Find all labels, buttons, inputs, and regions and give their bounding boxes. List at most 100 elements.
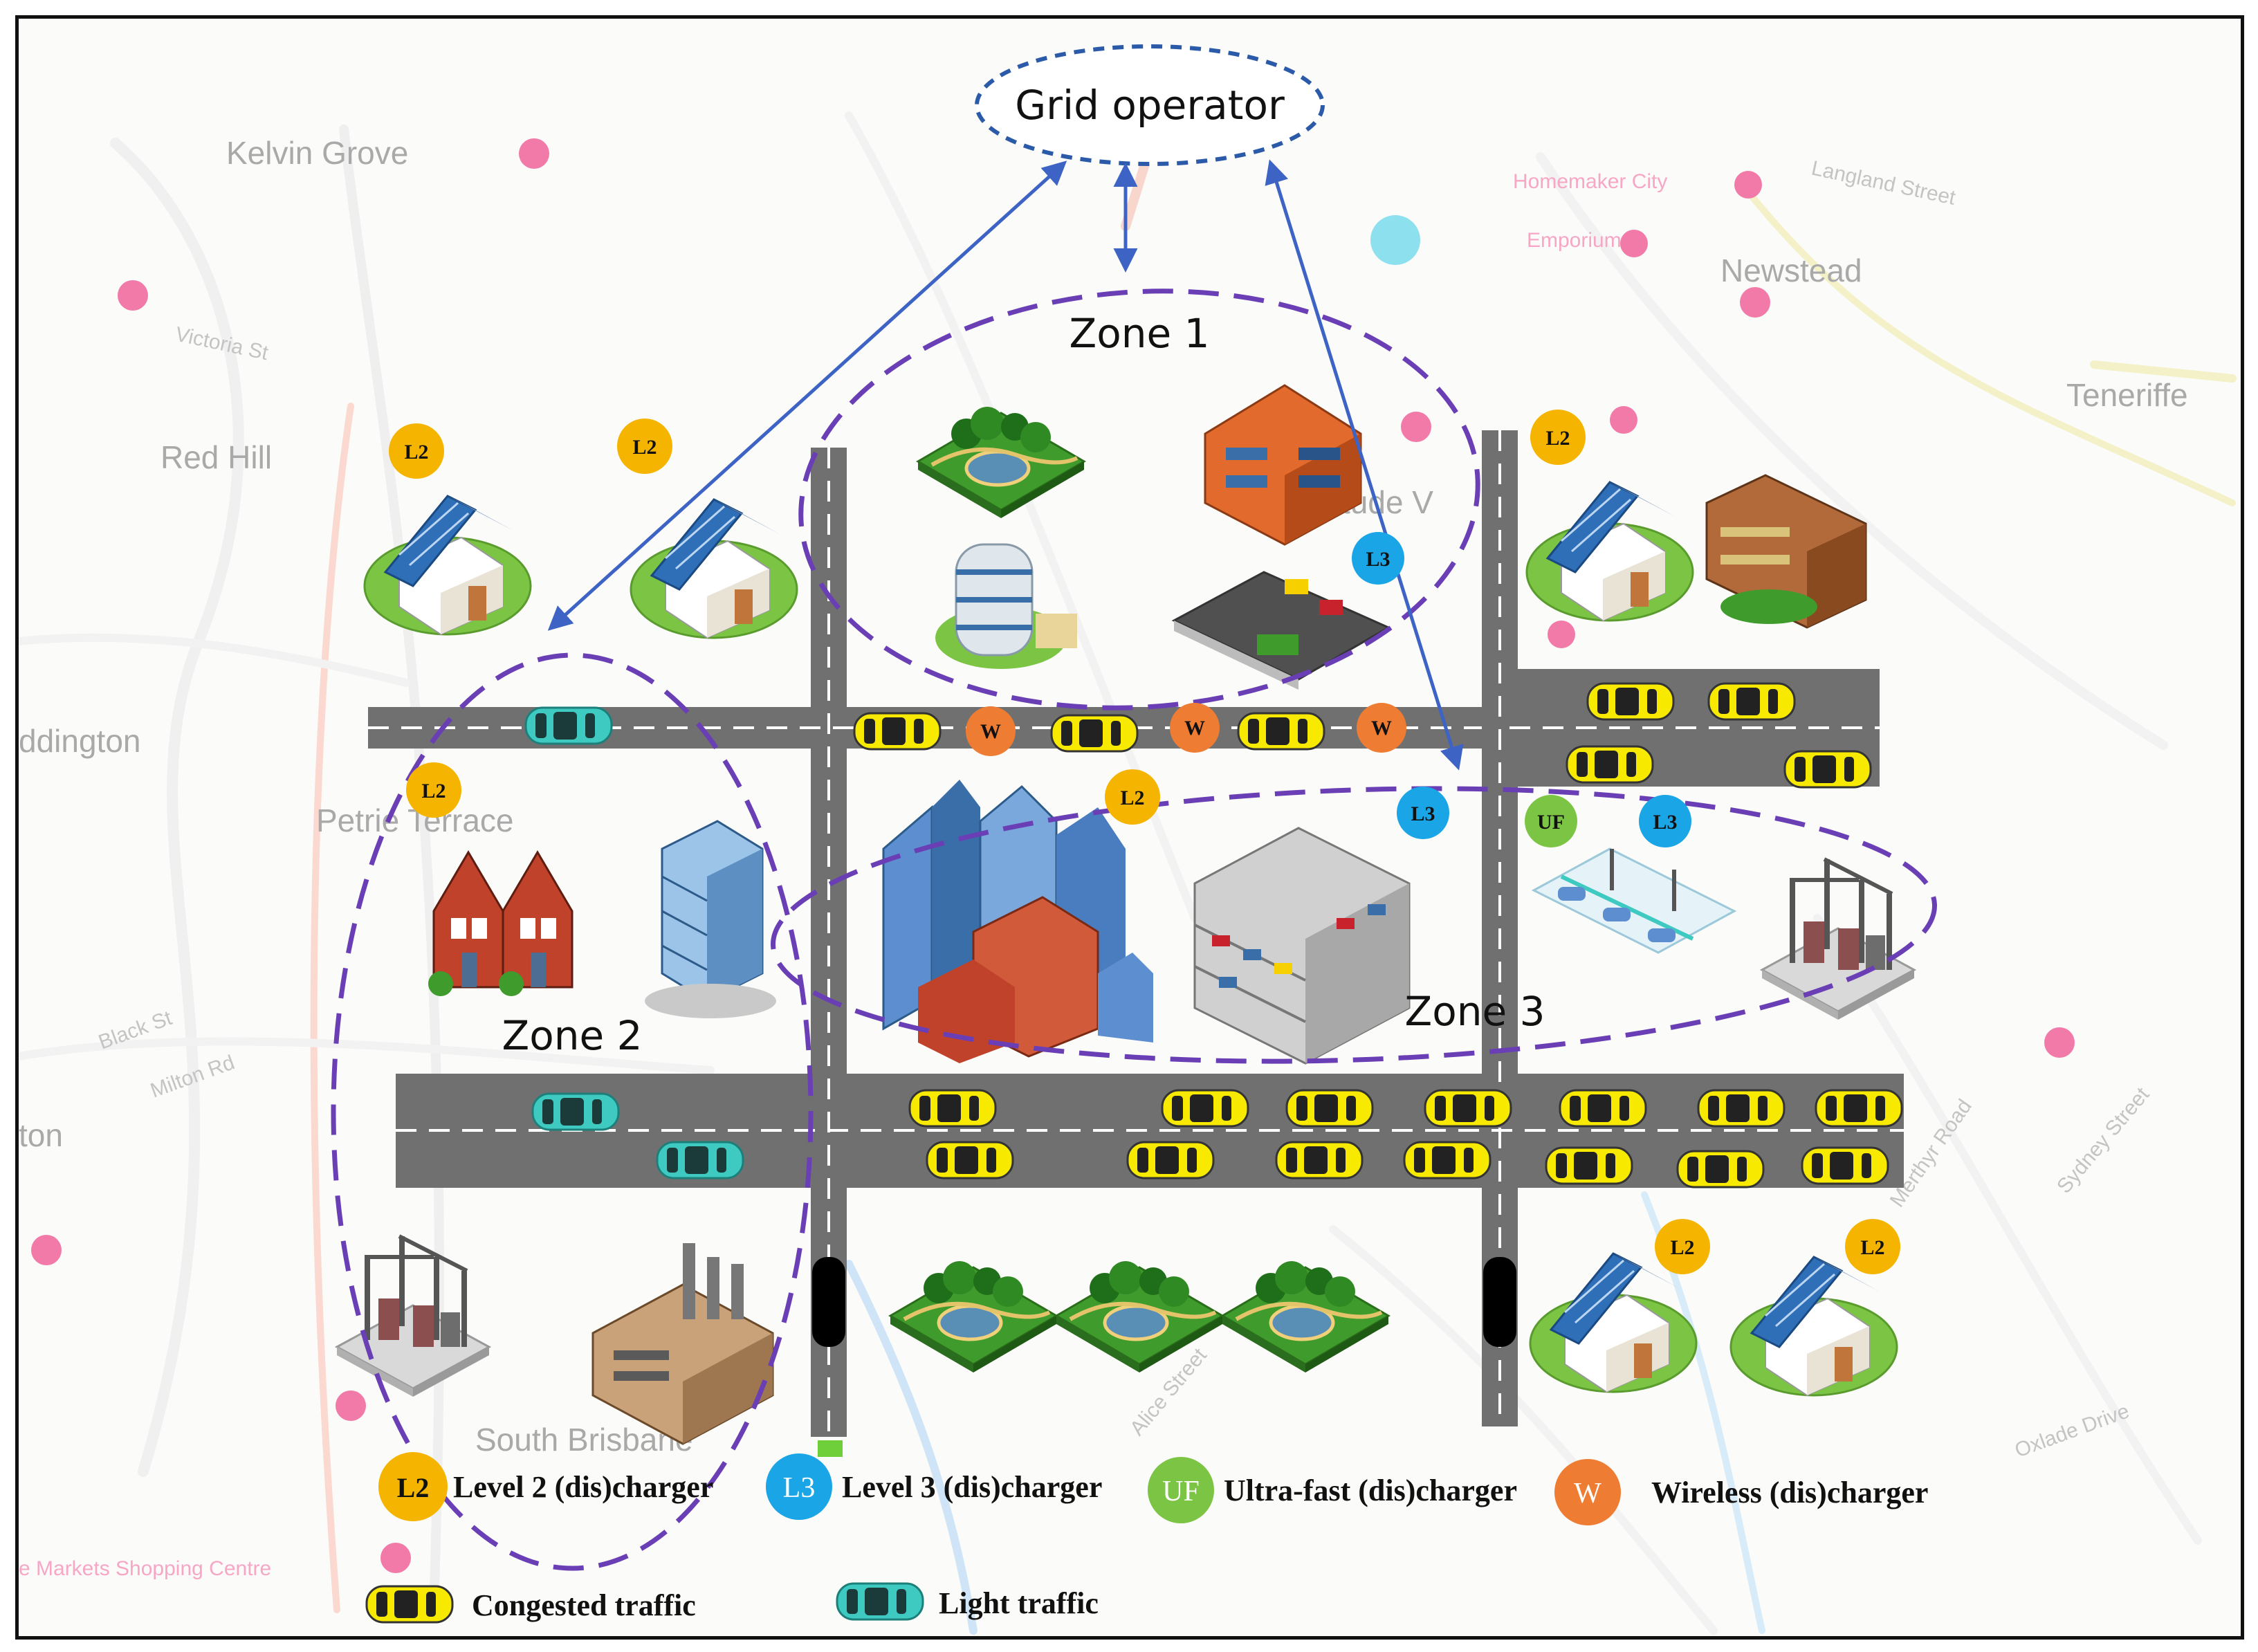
map-label-red-hill: Red Hill <box>160 439 272 475</box>
house-solar-icon <box>1525 481 1694 622</box>
legend: L2 Level 2 (dis)charger L3 Level 3 (dis)… <box>365 1452 1928 1624</box>
zone-outlines <box>331 288 1938 1571</box>
legend-item-w: W Wireless (dis)charger <box>1554 1459 1928 1525</box>
ev-charging-station-icon <box>1531 847 1737 954</box>
l3-charger-badge: L3 <box>1352 532 1404 585</box>
congested-traffic-car <box>1559 1089 1647 1128</box>
l2-charger-badge: L2 <box>1845 1219 1900 1274</box>
svg-text:L2: L2 <box>1545 427 1570 450</box>
svg-text:W: W <box>1371 717 1392 740</box>
l2-charger-badge: L2 <box>1105 769 1160 825</box>
congested-traffic-car <box>1697 1089 1786 1128</box>
l2-charger-badge: L2 <box>1655 1219 1710 1274</box>
svg-text:W: W <box>980 720 1001 743</box>
background-map <box>19 111 2237 1635</box>
map-label-sydney-street: Sydney Street <box>2053 1083 2154 1197</box>
zone-1-label: Zone 1 <box>1070 310 1210 357</box>
legend-item-l2: L2 Level 2 (dis)charger <box>378 1452 713 1521</box>
communication-arrows <box>547 159 1464 771</box>
svg-text:L3: L3 <box>1653 811 1677 834</box>
svg-text:L2: L2 <box>404 441 428 464</box>
zone-3-label: Zone 3 <box>1405 988 1545 1035</box>
svg-text:L2: L2 <box>421 780 446 802</box>
apartment-building-icon <box>1705 474 1867 629</box>
grid-operator-label: Grid operator <box>1015 82 1285 129</box>
congested-traffic-car <box>1545 1146 1633 1185</box>
congested-traffic-car <box>926 1141 1014 1180</box>
glass-office-icon <box>645 820 776 1018</box>
zone-2-label: Zone 2 <box>502 1012 643 1059</box>
svg-text:L2: L2 <box>1670 1236 1694 1259</box>
svg-text:L2: L2 <box>1120 787 1144 809</box>
congested-traffic-car <box>1285 1089 1374 1128</box>
map-label-emporium: Emporium <box>1527 229 1622 252</box>
congested-traffic-car <box>1424 1089 1512 1128</box>
park-icon <box>1222 1261 1388 1373</box>
park-icon <box>918 407 1084 518</box>
uf-charger-badge: UF <box>1525 795 1577 847</box>
map-water-icon <box>1370 215 1420 265</box>
svg-text:L2: L2 <box>632 436 657 459</box>
congested-traffic-car <box>1161 1089 1249 1128</box>
congested-traffic-car <box>1586 682 1675 721</box>
smart-grid-diagram: Kelvin Grove Red Hill Newstead Teneriffe… <box>19 44 2237 1635</box>
arrow-operator-zone-2 <box>547 160 1067 631</box>
svg-text:L3: L3 <box>1411 802 1435 825</box>
w-charger-badge: W <box>1170 703 1220 753</box>
parking-lot-icon <box>1171 571 1391 690</box>
congested-traffic-car <box>1707 682 1796 721</box>
svg-text:L3: L3 <box>1366 548 1390 571</box>
map-label-newstead: Newstead <box>1720 253 1862 288</box>
congested-traffic-car <box>1275 1141 1364 1180</box>
congested-traffic-car <box>1050 714 1139 753</box>
congested-traffic-car <box>1783 750 1872 789</box>
w-charger-badge: W <box>1357 703 1406 753</box>
park-icon <box>890 1261 1056 1373</box>
arrow-operator-zone-3 <box>1265 159 1464 771</box>
city-skyline-icon <box>882 780 1153 1063</box>
svg-text:UF: UF <box>1537 811 1565 834</box>
legend-item-light: Light traffic <box>836 1582 1099 1621</box>
charger-badges: L2 L2 L2 L2 L2 L2 L2 L3 L3 L3 UF W W W <box>389 410 1900 1274</box>
house-solar-icon <box>1729 1256 1898 1397</box>
map-label-langland-street: Langland Street <box>1810 157 1958 210</box>
congested-traffic-car <box>1676 1150 1765 1188</box>
zone-3-outline <box>770 786 1938 1064</box>
w-charger-badge: W <box>966 706 1016 756</box>
legend-item-l3: L3 Level 3 (dis)charger <box>766 1453 1102 1520</box>
grid-operator-node: Grid operator <box>975 44 1325 166</box>
l2-charger-badge: L2 <box>389 423 444 479</box>
svg-text:Level 2 (dis)charger: Level 2 (dis)charger <box>453 1470 713 1504</box>
congested-traffic-car <box>1815 1089 1903 1128</box>
office-complex-icon <box>1204 384 1362 546</box>
diagram-frame: Kelvin Grove Red Hill Newstead Teneriffe… <box>15 15 2244 1640</box>
terrace-houses-icon <box>428 850 573 996</box>
congested-traffic-car <box>1403 1141 1491 1180</box>
congested-traffic-car <box>1126 1141 1215 1180</box>
zone-2-outline <box>331 652 814 1571</box>
map-label-teneriffe: Teneriffe <box>2066 377 2188 413</box>
house-solar-icon <box>630 498 798 639</box>
svg-text:L2: L2 <box>397 1472 430 1503</box>
svg-text:W: W <box>1184 717 1205 740</box>
house-solar-icon <box>363 495 532 636</box>
l3-charger-badge: L3 <box>1397 787 1449 839</box>
l2-charger-badge: L2 <box>406 762 461 818</box>
map-label-milton: ton <box>19 1117 63 1153</box>
map-label-kelvin-grove: Kelvin Grove <box>226 135 408 171</box>
congested-traffic-car <box>1566 745 1654 784</box>
svg-text:Light traffic: Light traffic <box>939 1586 1099 1620</box>
map-label-oxlade-drive: Oxlade Drive <box>2012 1399 2132 1462</box>
light-traffic-car <box>531 1092 620 1131</box>
legend-item-uf: UF Ultra-fast (dis)charger <box>1148 1457 1517 1523</box>
svg-text:Wireless (dis)charger: Wireless (dis)charger <box>1651 1476 1928 1509</box>
l3-charger-badge: L3 <box>1639 795 1691 847</box>
map-label-paddington: ddington <box>19 723 141 759</box>
substation-icon <box>1762 859 1914 1020</box>
parking-garage-icon <box>1193 827 1411 1065</box>
l2-charger-badge: L2 <box>1530 410 1586 465</box>
svg-text:Ultra-fast (dis)charger: Ultra-fast (dis)charger <box>1224 1474 1517 1507</box>
congested-traffic-car <box>1237 712 1325 751</box>
legend-item-congested: Congested traffic <box>365 1585 696 1624</box>
congested-traffic-car <box>908 1089 997 1128</box>
